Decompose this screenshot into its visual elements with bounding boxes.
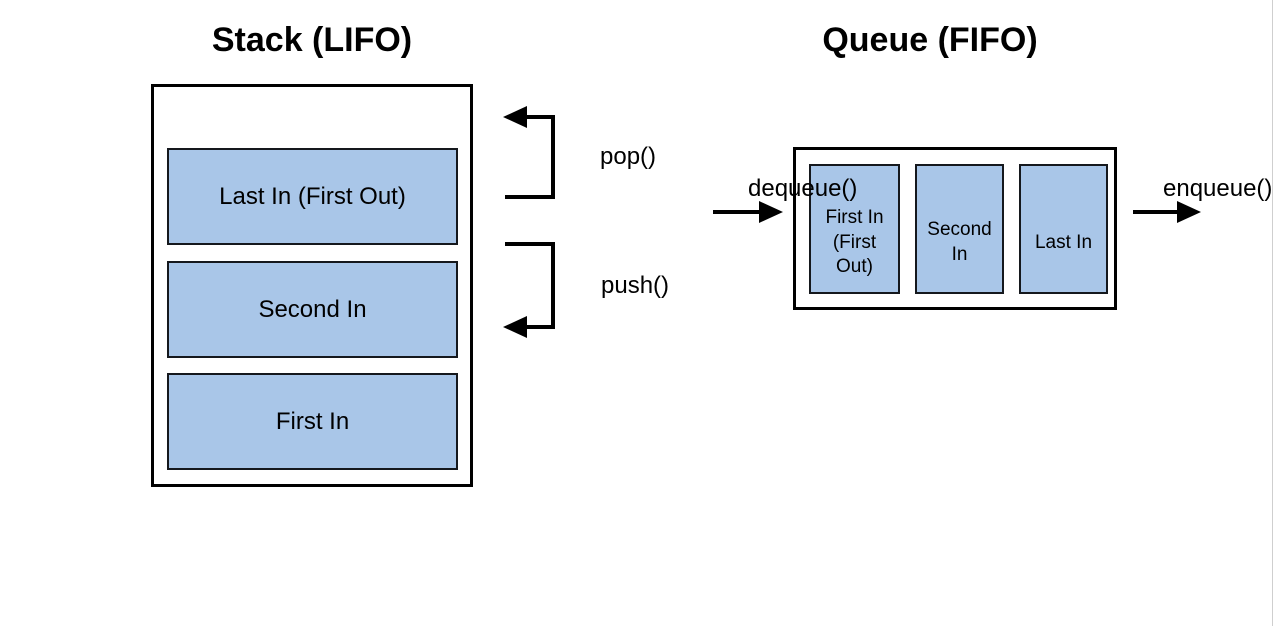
queue-item-back: Last In: [1019, 164, 1108, 294]
enqueue-arrow-segment: [1133, 210, 1181, 214]
stack-item-bottom: First In: [167, 373, 458, 470]
push-label: push(): [601, 272, 670, 299]
pop-label: pop(): [600, 143, 657, 170]
push-arrow-segment: [551, 242, 555, 329]
queue-title: Queue (FIFO): [822, 21, 1038, 59]
pop-arrow-segment: [524, 115, 555, 119]
dequeue-label: dequeue(): [748, 175, 858, 202]
pop-arrow-segment: [551, 115, 555, 199]
stack-item-top: Last In (First Out): [167, 148, 458, 245]
queue-item-front: First In (First Out): [809, 164, 900, 294]
push-arrow-segment: [505, 242, 555, 246]
dequeue-arrow-segment: [713, 210, 763, 214]
enqueue-label: enqueue(): [1163, 175, 1273, 202]
queue-item-middle: Second In: [915, 164, 1004, 294]
stack-title: Stack (LIFO): [211, 21, 413, 59]
push-arrow-segment: [524, 325, 555, 329]
pop-arrowhead-icon: [503, 106, 527, 128]
enqueue-arrowhead-icon: [1177, 201, 1201, 223]
pop-arrow-segment: [505, 195, 555, 199]
dequeue-arrowhead-icon: [759, 201, 783, 223]
push-arrowhead-icon: [503, 316, 527, 338]
window-edge-line: [1272, 0, 1273, 626]
stack-item-middle: Second In: [167, 261, 458, 358]
